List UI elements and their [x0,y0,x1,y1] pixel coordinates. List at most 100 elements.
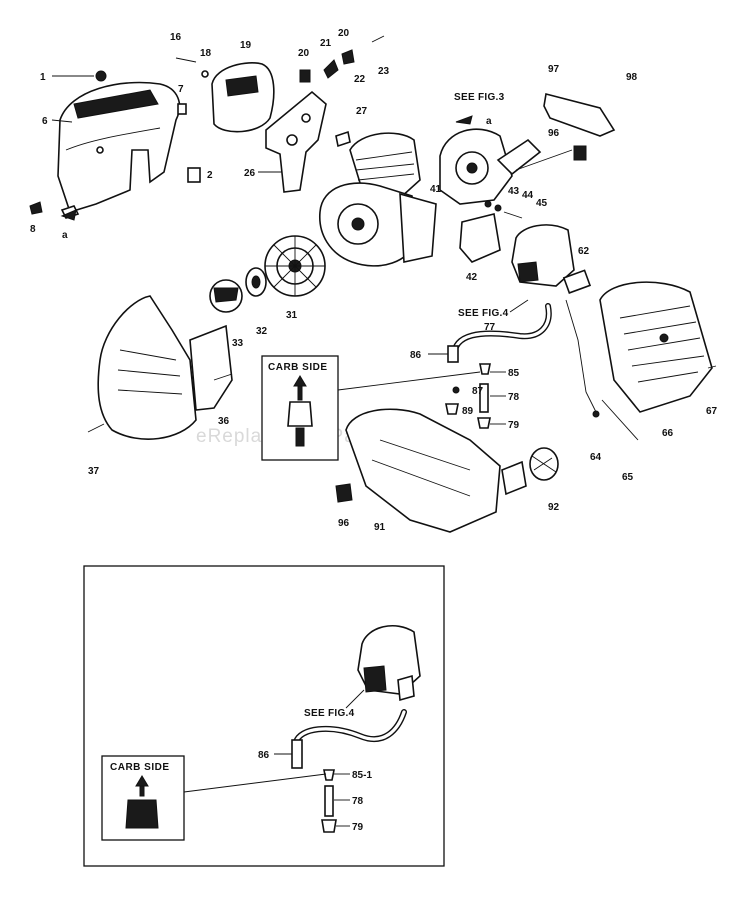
arrow-a-upper-label: a [486,116,492,127]
carb-side-leader-inset [183,773,327,793]
inset-line-78 [324,785,334,817]
callout-67: 67 [706,406,718,417]
part-20b [341,49,355,65]
callout-98: 98 [626,72,638,83]
part-20a [299,69,311,83]
carb-side-box-inset: CARB SIDE [101,755,185,841]
fuel-cap-part [501,447,559,496]
carb-side-box-main: CARB SIDE [261,355,339,461]
callout-31: 31 [286,310,298,321]
inset-carburetor-part [357,624,421,702]
carb-side-label-inset: CARB SIDE [110,762,170,773]
callout-89: 89 [462,406,474,417]
callout-20b: 20 [338,28,350,39]
callout-77: 77 [484,322,496,333]
callout-62: 62 [578,246,590,257]
bracket-97 [543,93,616,137]
arrow-a-lower-icon [60,209,77,221]
callout-97: 97 [548,64,560,75]
gasket-27 [335,130,351,148]
callout-91: 91 [374,522,386,533]
callout-64: 64 [590,452,602,463]
callout-20a: 20 [298,48,310,59]
see-fig4-label-inset: SEE FIG.4 [304,708,355,719]
inset-filter-85-1 [323,769,335,781]
callout-7: 7 [178,84,184,95]
carburetor-part [511,224,592,294]
callout-33: 33 [232,338,244,349]
callout-36: 36 [218,416,230,427]
muffler-shield-part [599,281,713,413]
fuel-tank-part [345,408,501,533]
screw-67 [707,365,717,369]
flywheel-31 [264,235,326,297]
see-fig3-label: SEE FIG.3 [454,92,505,103]
insulator-42 [459,213,501,263]
screw-16 [175,57,197,63]
filter-85 [479,363,491,375]
screw-23 [371,35,385,43]
callout-85: 85 [508,368,520,379]
callout-18: 18 [200,48,212,59]
washer-44 [494,204,502,212]
see-fig4-label-main: SEE FIG.4 [458,308,509,319]
mount-96-lower [335,483,353,503]
inset-callout-78: 78 [352,796,364,807]
washer-43 [484,200,492,208]
clutch-33 [209,279,243,313]
inset-callout-85-1: 85-1 [352,770,372,781]
part-21 [323,59,339,79]
callout-6: 6 [42,116,48,127]
callout-86: 86 [410,350,422,361]
arrow-a-upper-icon [455,115,473,125]
bolt-65 [601,399,639,441]
callout-2: 2 [207,170,213,181]
filter-plate-part [265,90,327,193]
callout-44: 44 [522,190,534,201]
starter-assembly-part [439,128,542,205]
callout-23: 23 [378,66,390,77]
engine-block-part [319,132,437,267]
callout-45: 45 [536,198,548,209]
washer-64 [592,410,600,418]
callout-78: 78 [508,392,520,403]
callout-42: 42 [466,272,478,283]
callout-66: 66 [662,428,674,439]
screw-36 [213,373,233,381]
callout-27: 27 [356,106,368,117]
callout-32: 32 [256,326,268,337]
inset-filter-79 [321,819,337,833]
callout-37: 37 [88,466,100,477]
grommet-89 [445,403,459,415]
callouts-main: 1 2 6 7 8 16 18 19 20 20 21 22 23 26 27 … [30,28,718,533]
part-87 [452,386,460,394]
clutch-housing-part [97,295,233,440]
inset-callout-79: 79 [352,822,364,833]
line-78 [479,383,489,413]
callout-96b: 96 [338,518,350,529]
inset-callout-86: 86 [258,750,270,761]
callout-1: 1 [40,72,46,83]
callout-79: 79 [508,420,520,431]
engine-cover-part [57,81,181,213]
fuel-line-86 [447,345,459,363]
callout-41: 41 [430,184,442,195]
callout-43: 43 [508,186,520,197]
callout-87: 87 [472,386,484,397]
carb-side-label-main: CARB SIDE [268,362,328,373]
mount-96 [573,145,587,161]
filter-79 [477,417,491,429]
callout-96a: 96 [548,128,560,139]
callout-26: 26 [244,168,256,179]
inset-frame [83,565,445,867]
air-filter-cover-part [211,62,275,133]
callout-92: 92 [548,502,560,513]
arrow-a-lower-label: a [62,230,68,241]
callout-19: 19 [240,40,252,51]
carb-side-leader-main [337,371,481,391]
callout-21: 21 [320,38,332,49]
bearing-32 [245,267,267,297]
callout-16: 16 [170,32,182,43]
